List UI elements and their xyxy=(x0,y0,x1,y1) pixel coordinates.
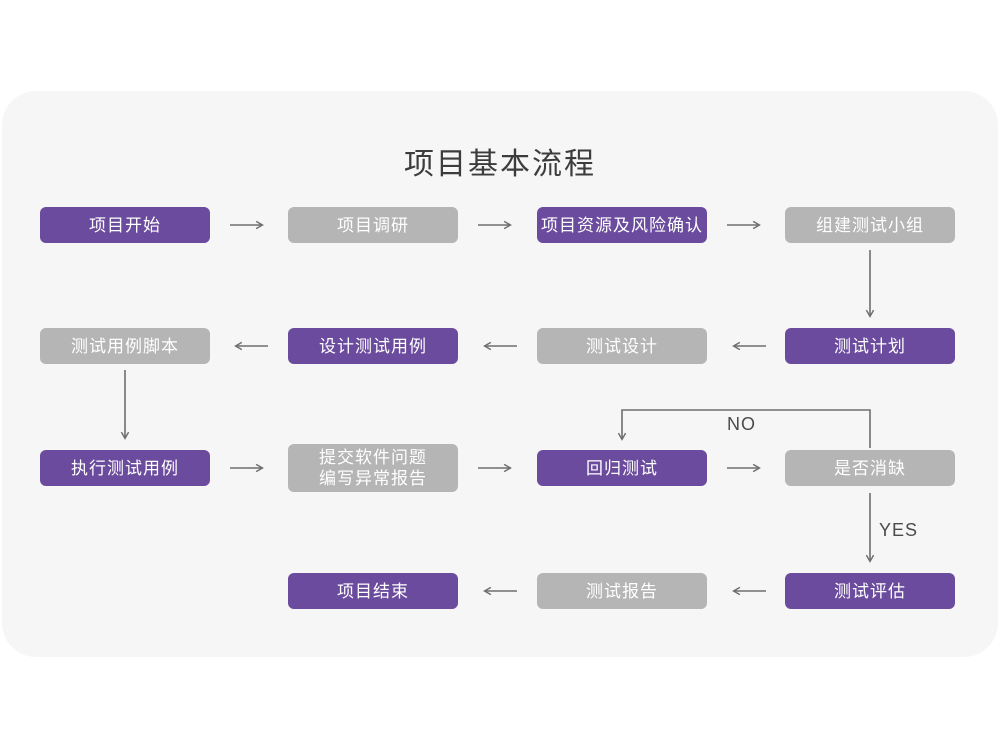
node-test-case-script: 测试用例脚本 xyxy=(40,328,210,364)
node-test-design: 测试设计 xyxy=(537,328,707,364)
flowchart-card xyxy=(2,91,998,657)
node-execute-test-cases: 执行测试用例 xyxy=(40,450,210,486)
edge-label-no: NO xyxy=(727,414,756,434)
node-form-test-team: 组建测试小组 xyxy=(785,207,955,243)
node-design-test-cases: 设计测试用例 xyxy=(288,328,458,364)
node-project-start: 项目开始 xyxy=(40,207,210,243)
node-resources-risk-confirm: 项目资源及风险确认 xyxy=(537,207,707,243)
node-defect-cleared: 是否消缺 xyxy=(785,450,955,486)
node-test-report: 测试报告 xyxy=(537,573,707,609)
node-regression-test: 回归测试 xyxy=(537,450,707,486)
node-project-end: 项目结束 xyxy=(288,573,458,609)
node-test-evaluation: 测试评估 xyxy=(785,573,955,609)
node-project-research: 项目调研 xyxy=(288,207,458,243)
diagram-title: 项目基本流程 xyxy=(404,148,596,181)
node-submit-issue-report: 提交软件问题 编写异常报告 xyxy=(288,444,458,492)
edge-label-yes: YES xyxy=(879,520,919,540)
node-test-plan: 测试计划 xyxy=(785,328,955,364)
